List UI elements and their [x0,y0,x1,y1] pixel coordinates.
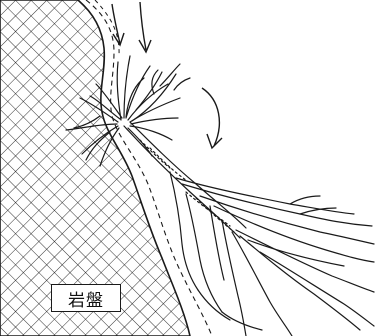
arrow-down-right [139,2,151,52]
rock-label: 岩盤 [51,284,121,312]
spreading-roots [170,172,374,336]
arrow-down-left [112,4,124,45]
curved-arrow [202,88,222,148]
